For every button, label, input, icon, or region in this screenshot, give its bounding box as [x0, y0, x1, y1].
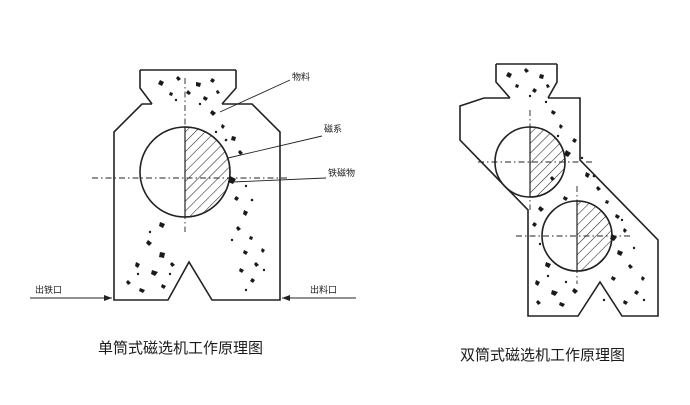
caption-single-drum: 单筒式磁选机工作原理图: [98, 339, 263, 357]
separator-housing: [113, 103, 281, 301]
material-particles-double: [506, 68, 646, 307]
label-material: 物料: [292, 71, 310, 83]
feed-hopper: [139, 70, 153, 105]
caption-double-drum: 双筒式磁选机工作原理图: [460, 346, 625, 364]
single-drum-separator: 物料 磁系 铁磁物 出铁口 出料口 单筒式磁选机工作原理图: [30, 69, 356, 357]
label-iron-outlet: 出铁口: [35, 284, 62, 296]
material-particles: [126, 76, 266, 293]
double-drum-separator: 双筒式磁选机工作原理图: [459, 63, 659, 364]
label-magnetic-material: 铁磁物: [328, 167, 355, 179]
feed-hopper-double: [495, 64, 511, 99]
magnet-system-sector: [184, 126, 231, 218]
separator-housing-double: [459, 97, 659, 317]
label-magnet-system: 磁系: [324, 123, 342, 135]
label-material-outlet: 出料口: [310, 284, 337, 296]
